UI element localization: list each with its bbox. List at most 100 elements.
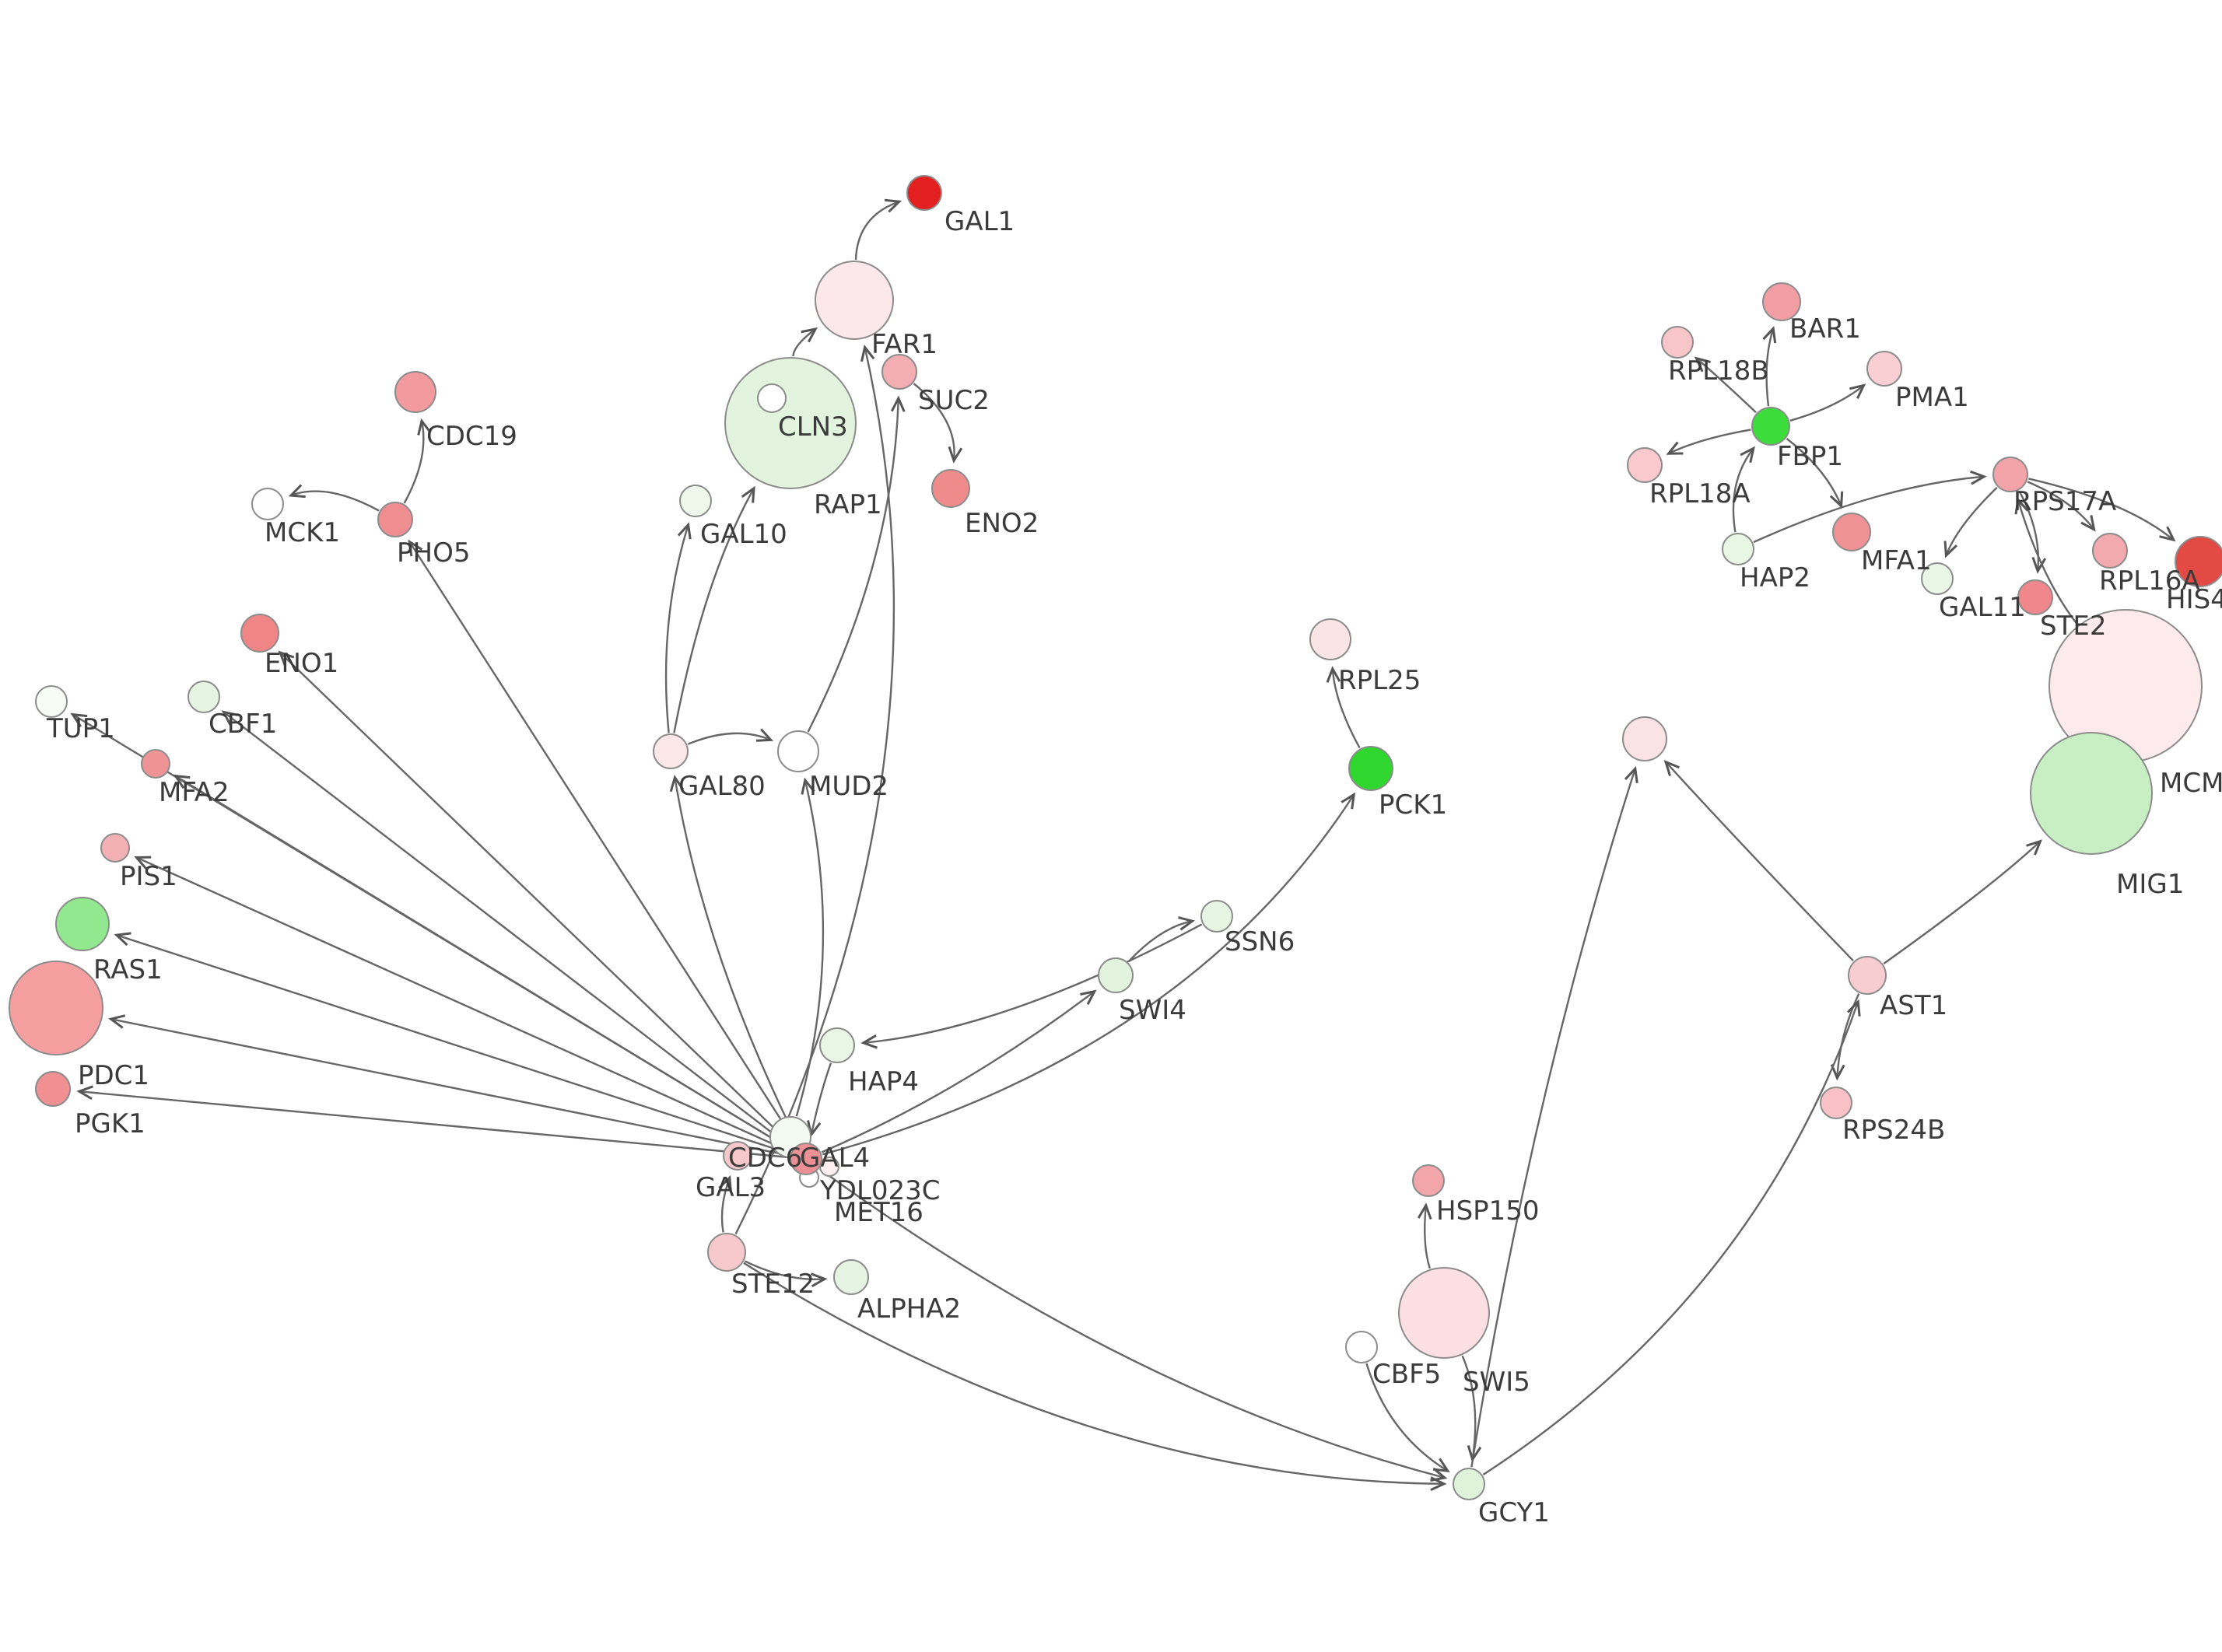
- node-mig1[interactable]: [2030, 732, 2153, 855]
- edge-gal4-eno1[interactable]: [278, 650, 795, 1148]
- node-gcy1[interactable]: [1453, 1468, 1485, 1500]
- node-cbf1[interactable]: [188, 681, 220, 713]
- edge-ste12-alpha2[interactable]: [744, 1260, 828, 1287]
- node-rpl18b[interactable]: [1661, 326, 1694, 359]
- edge-cdc6-mud2[interactable]: [795, 777, 825, 1117]
- edge-gcy1-node_x[interactable]: [1470, 765, 1638, 1468]
- edge-fbp1-pma1[interactable]: [1789, 383, 1866, 422]
- node-hsp150[interactable]: [1412, 1164, 1445, 1197]
- node-pho5[interactable]: [377, 502, 413, 537]
- node-rps24b[interactable]: [1820, 1087, 1852, 1119]
- edge-gal4-pdc1[interactable]: [108, 1014, 790, 1157]
- node-rpl18a[interactable]: [1627, 447, 1663, 483]
- node-fbp1[interactable]: [1751, 407, 1790, 446]
- edge-ste12-gal3[interactable]: [718, 1174, 732, 1233]
- node-his4[interactable]: [2175, 536, 2222, 587]
- edge-gal4-pck1[interactable]: [822, 792, 1356, 1156]
- node-eno2[interactable]: [931, 469, 970, 508]
- node-rpl25[interactable]: [1309, 618, 1351, 660]
- node-swi4[interactable]: [1098, 957, 1134, 993]
- node-cbf5[interactable]: [1345, 1331, 1378, 1363]
- node-mfa1[interactable]: [1832, 513, 1871, 551]
- edge-swi5-hsp150[interactable]: [1417, 1202, 1432, 1269]
- edge-gal4-pho5[interactable]: [408, 539, 798, 1146]
- node-ras1[interactable]: [55, 897, 110, 951]
- edge-gal80-gal10[interactable]: [664, 522, 692, 733]
- node-label-pma1: PMA1: [1895, 382, 1969, 413]
- node-bar1[interactable]: [1762, 282, 1801, 321]
- edge-ste12-gcy1[interactable]: [743, 1262, 1447, 1492]
- node-alpha2[interactable]: [833, 1259, 869, 1295]
- edge-fbp1-rpl18b[interactable]: [1694, 356, 1757, 414]
- edge-pck1-rpl25[interactable]: [1326, 666, 1361, 749]
- node-mud2[interactable]: [777, 730, 819, 772]
- node-ast1[interactable]: [1848, 956, 1887, 995]
- edge-pho5-cdc19[interactable]: [403, 418, 432, 504]
- edge-rps17a-gal11[interactable]: [1943, 486, 1998, 558]
- edge-gal80-rap1[interactable]: [673, 485, 755, 733]
- node-pck1[interactable]: [1348, 746, 1393, 791]
- node-tup1[interactable]: [35, 685, 68, 718]
- edge-ast1-mig1[interactable]: [1883, 839, 2042, 964]
- edge-hap2-fbp1[interactable]: [1732, 446, 1755, 533]
- edge-rap1-far1[interactable]: [792, 327, 818, 357]
- edge-suc2-eno2[interactable]: [913, 383, 963, 464]
- node-cdc19[interactable]: [394, 371, 436, 413]
- node-pma1[interactable]: [1866, 351, 1902, 387]
- node-gal80[interactable]: [653, 733, 689, 769]
- edge-gal4-swi4[interactable]: [821, 989, 1097, 1153]
- node-gal10[interactable]: [679, 485, 712, 517]
- edge-ssn6-hap4[interactable]: [860, 923, 1203, 1049]
- node-rpl16a[interactable]: [2092, 533, 2128, 569]
- edge-hap4-gal4[interactable]: [807, 1062, 832, 1138]
- node-cln3[interactable]: [757, 383, 787, 413]
- node-ssn6[interactable]: [1200, 900, 1233, 933]
- edge-cbf5-gcy1[interactable]: [1365, 1363, 1450, 1473]
- node-mfa2[interactable]: [141, 749, 170, 779]
- edge-ast1-node_x[interactable]: [1663, 759, 1854, 962]
- node-ste12[interactable]: [707, 1233, 746, 1272]
- edge-rps17a-his4[interactable]: [2028, 478, 2176, 542]
- node-mck1[interactable]: [251, 488, 284, 520]
- node-rap1[interactable]: [724, 357, 857, 489]
- node-hap4[interactable]: [819, 1027, 855, 1063]
- edge-gal4-gcy1[interactable]: [819, 1168, 1448, 1482]
- edge-gal4-gal80[interactable]: [669, 775, 800, 1144]
- edge-mcm1-rps17a[interactable]: [2014, 497, 2079, 625]
- node-suc2[interactable]: [881, 354, 917, 390]
- node-ste2[interactable]: [2017, 579, 2053, 615]
- edge-far1-gal1[interactable]: [854, 198, 902, 261]
- edge-rps17a-rpl16a[interactable]: [2027, 481, 2096, 532]
- edge-fbp1-rpl18a[interactable]: [1666, 429, 1751, 455]
- node-node_x[interactable]: [1622, 716, 1667, 761]
- edge-swi4-ssn6[interactable]: [1127, 916, 1196, 963]
- edge-fbp1-mfa1[interactable]: [1786, 438, 1844, 509]
- edge-gal4-cbf1[interactable]: [221, 710, 794, 1150]
- edge-gal4-pis1[interactable]: [134, 856, 791, 1153]
- node-gal3[interactable]: [723, 1141, 752, 1171]
- edge-gal4-mfa2[interactable]: [173, 774, 792, 1151]
- node-label-rps24b: RPS24B: [1842, 1115, 1945, 1146]
- edge-swi5-gcy1[interactable]: [1461, 1355, 1482, 1462]
- node-swi5[interactable]: [1398, 1267, 1490, 1359]
- edge-gal4-pgk1[interactable]: [76, 1085, 790, 1159]
- node-gal1[interactable]: [906, 175, 942, 211]
- node-gal4[interactable]: [790, 1143, 822, 1175]
- edge-gal80-mud2[interactable]: [687, 728, 774, 745]
- edge-ste12-far1[interactable]: [734, 344, 895, 1235]
- edge-mud2-suc2[interactable]: [807, 395, 906, 733]
- node-far1[interactable]: [815, 261, 894, 340]
- node-hap2[interactable]: [1722, 533, 1754, 565]
- edge-fbp1-bar1[interactable]: [1762, 326, 1777, 407]
- edge-hap2-rps17a[interactable]: [1753, 470, 1987, 544]
- node-eno1[interactable]: [240, 614, 279, 653]
- node-gal11[interactable]: [1921, 562, 1954, 595]
- node-label-met16: MET16: [834, 1197, 923, 1228]
- edge-pho5-mck1[interactable]: [288, 484, 380, 512]
- node-pgk1[interactable]: [35, 1071, 71, 1107]
- edge-gal4-ras1[interactable]: [114, 932, 790, 1155]
- node-pis1[interactable]: [100, 833, 130, 863]
- node-rps17a[interactable]: [1992, 457, 2028, 492]
- edge-gcy1-ast1[interactable]: [1482, 999, 1861, 1476]
- node-pdc1[interactable]: [9, 961, 103, 1055]
